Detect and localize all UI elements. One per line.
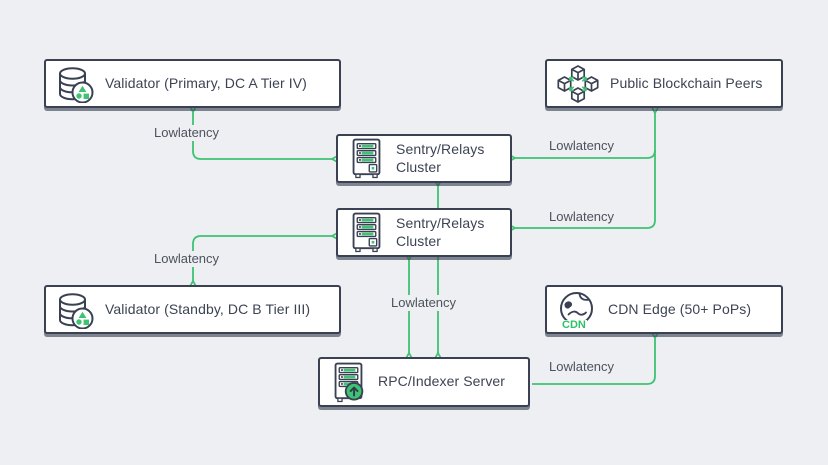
blockchain-cubes-icon bbox=[557, 64, 599, 103]
server-rack-icon bbox=[352, 138, 381, 179]
node-label: Public Blockchain Peers bbox=[610, 74, 763, 91]
node-label: Sentry/Relays Cluster bbox=[396, 141, 485, 175]
node-label: RPC/Indexer Server bbox=[378, 373, 506, 390]
globe-cdn-icon: CDN bbox=[557, 290, 597, 331]
node-public-blockchain-peers: Public Blockchain Peers bbox=[545, 59, 783, 108]
node-label: Validator (Standby, DC B Tier III) bbox=[105, 300, 311, 317]
edge-label-validator-primary-sentry-1: Lowlatency bbox=[152, 125, 222, 142]
node-sentry-relays-cluster-1: Sentry/Relays Cluster bbox=[336, 134, 512, 183]
edge-label-rpc-indexer-cdn-edge: Lowlatency bbox=[547, 359, 617, 376]
edge-label-validator-standby-sentry-2: Lowlatency bbox=[152, 251, 222, 268]
database-cluster-icon bbox=[59, 66, 94, 103]
node-label: CDN Edge (50+ PoPs) bbox=[608, 300, 752, 317]
node-validator-standby: Validator (Standby, DC B Tier III) bbox=[44, 285, 341, 334]
edge-label-sentry-2-rpc-indexer: Lowlatency bbox=[389, 295, 459, 312]
cdn-icon-text: CDN bbox=[561, 318, 587, 331]
server-upload-icon bbox=[334, 362, 364, 402]
node-label: Sentry/Relays Cluster bbox=[396, 215, 485, 249]
node-cdn-edge: CDN CDN Edge (50+ PoPs) bbox=[545, 285, 783, 334]
edge-label-sentry-2-public-peers: Lowlatency bbox=[547, 209, 617, 226]
edge-validator-standby--sentry-2 bbox=[187, 230, 342, 291]
node-label: Validator (Primary, DC A Tier IV) bbox=[105, 74, 307, 91]
edge-label-sentry-1-public-peers: Lowlatency bbox=[547, 138, 617, 155]
database-cluster-icon bbox=[59, 292, 94, 329]
server-rack-icon bbox=[352, 212, 381, 253]
node-sentry-relays-cluster-2: Sentry/Relays Cluster bbox=[336, 208, 512, 257]
edge-rpc-indexer--cdn-edge bbox=[532, 328, 661, 385]
node-rpc-indexer-server: RPC/Indexer Server bbox=[318, 357, 530, 407]
edge-validator-primary--sentry-1 bbox=[187, 102, 342, 165]
edge-sentry-2--public-peers bbox=[505, 150, 656, 234]
node-validator-primary: Validator (Primary, DC A Tier IV) bbox=[44, 59, 341, 108]
